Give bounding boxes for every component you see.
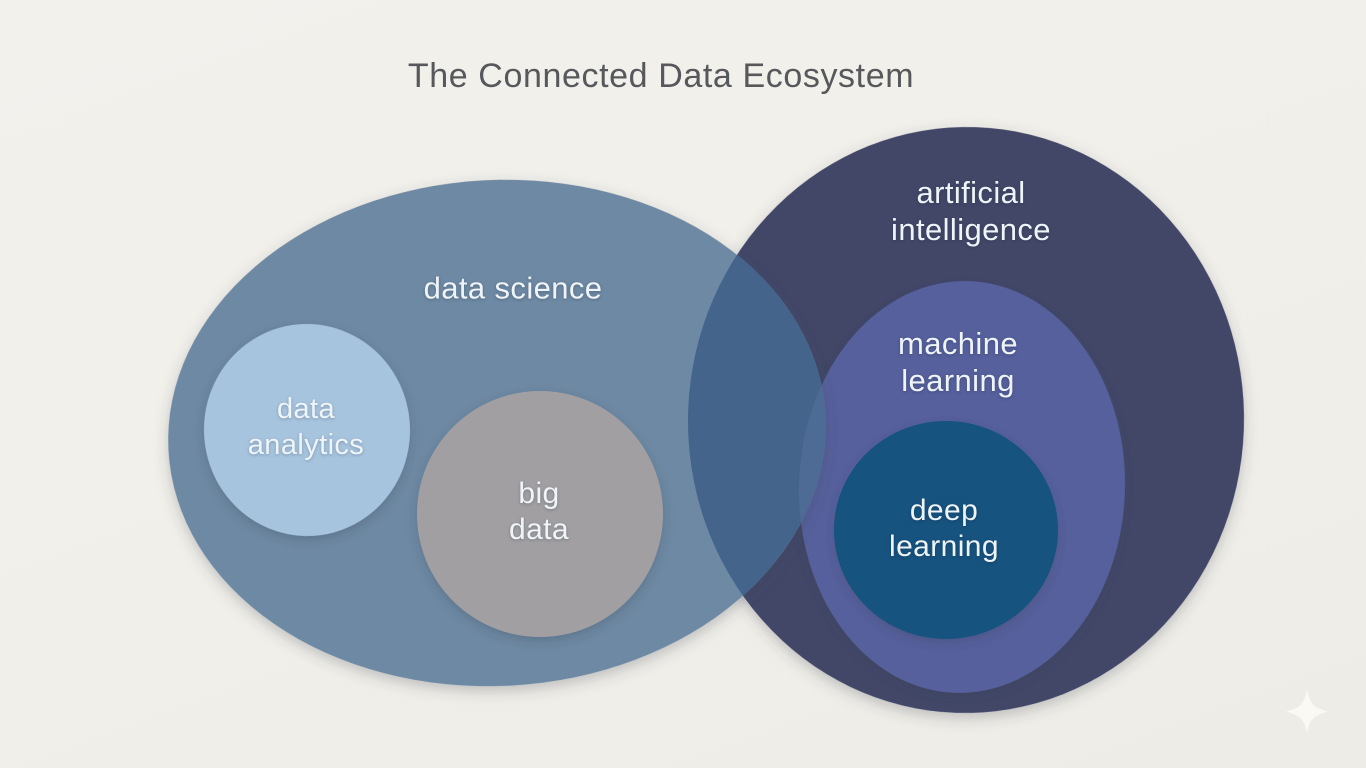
label-data-analytics: data analytics (247, 393, 365, 461)
big-data-set (417, 391, 663, 637)
label-machine-learning: machine learning (898, 326, 1018, 398)
label-artificial-intelligence: artificial intelligence (891, 175, 1051, 247)
label-data-science: data science (423, 270, 603, 306)
data-analytics-set (203, 324, 411, 536)
label-deep-learning: deep learning (889, 494, 999, 563)
page-title: The Connected Data Ecosystem (407, 57, 915, 95)
sparkle-icon (1286, 690, 1328, 733)
deep-learning-set (834, 421, 1058, 639)
label-big-data: big data (509, 477, 569, 546)
